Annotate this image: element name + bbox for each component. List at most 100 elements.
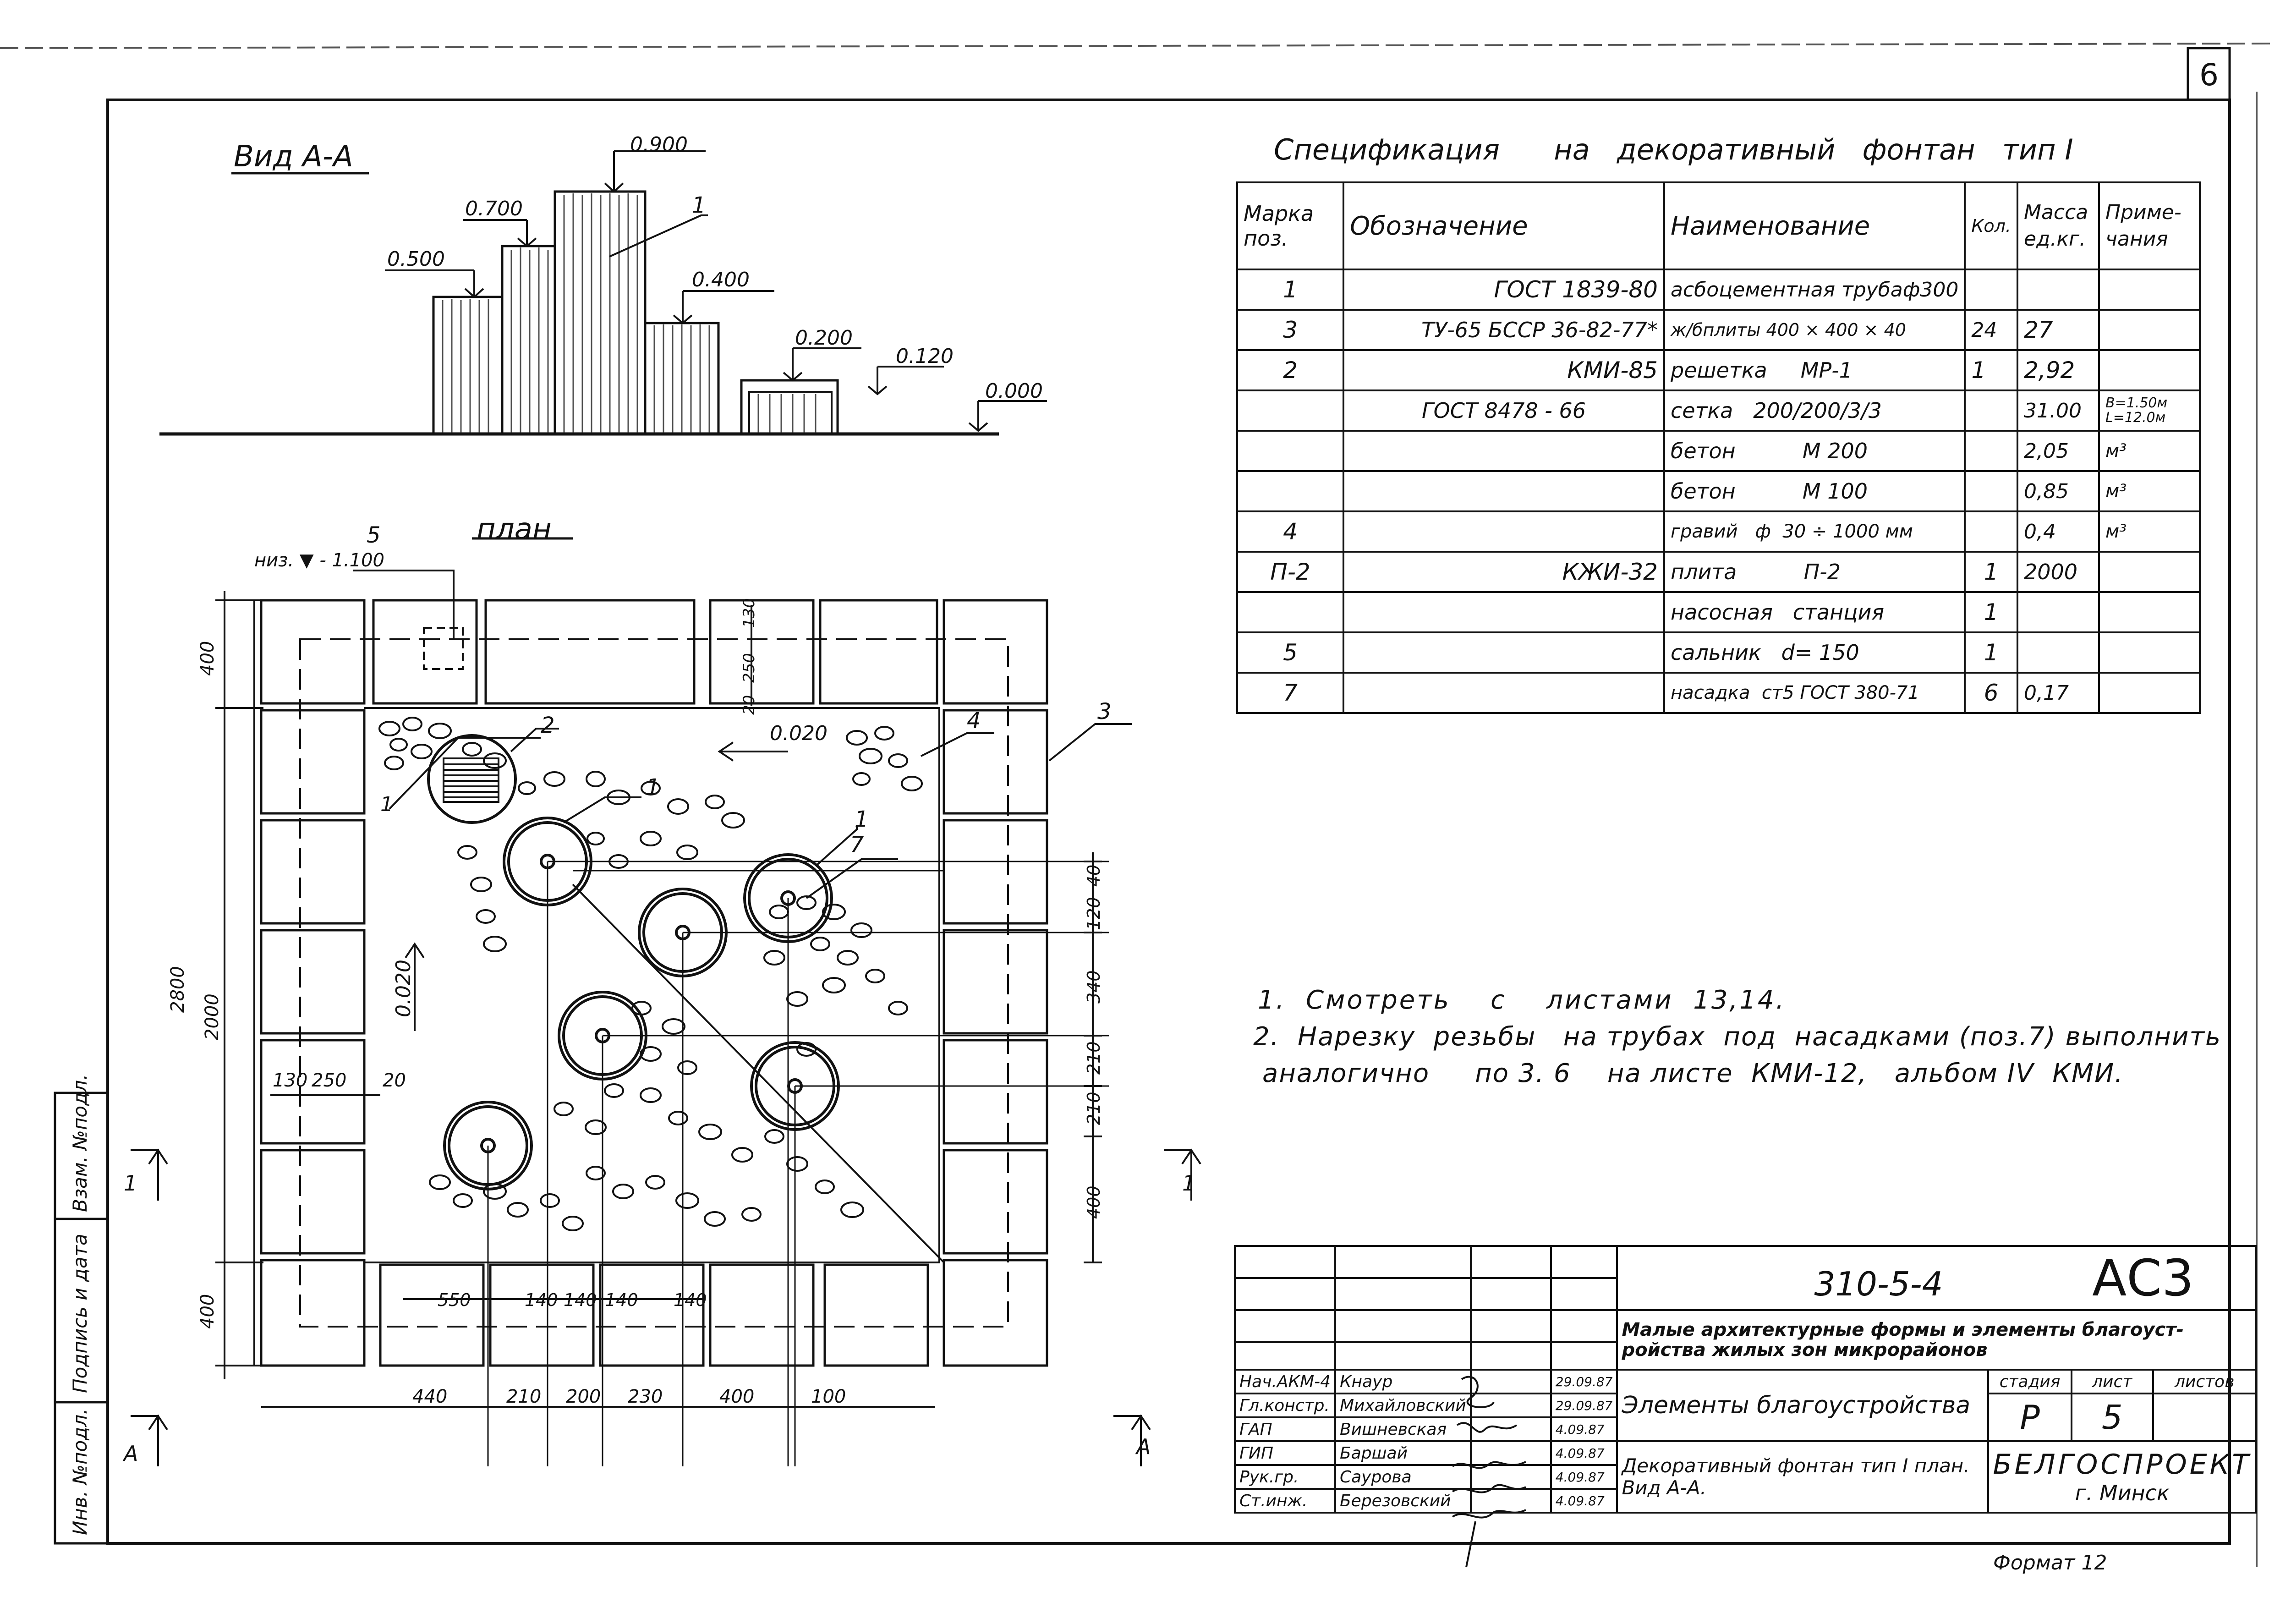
doc-code: АС3 <box>2092 1249 2194 1307</box>
spec-cell <box>1236 591 1344 633</box>
spec-cell <box>1236 470 1344 512</box>
spec-cell: гравий ф 30 ÷ 1000 мм <box>1663 510 1966 553</box>
dim-left-20: 20 <box>383 1070 406 1091</box>
spec-row: 7 насадка ст5 ГОСТ 380-71 6 0,17 <box>1236 672 2201 714</box>
format-label: Формат 12 <box>1993 1551 2107 1575</box>
spec-header-mark: Марка поз. <box>1236 181 1344 270</box>
dim-bottom-440: 440 <box>412 1386 448 1407</box>
spec-cell <box>2016 591 2100 633</box>
spec-cell <box>1343 510 1665 553</box>
view-aa-elevation <box>159 150 1047 436</box>
spec-cell <box>2098 631 2201 674</box>
spec-cell: 0,17 <box>2016 672 2100 714</box>
spec-cell: 5 <box>1236 631 1344 674</box>
section-name: Элементы благоустройства <box>1622 1392 1971 1419</box>
view-aa-callout: 1 <box>692 192 706 218</box>
dim-bottom-200: 200 <box>566 1386 601 1407</box>
signer-date: 4.09.87 <box>1550 1488 1618 1514</box>
signer-date: 29.09.87 <box>1550 1369 1618 1394</box>
dim-inner-140c: 140 <box>605 1290 638 1310</box>
signer-role: ГИП <box>1234 1440 1336 1466</box>
dim-right-340: 340 <box>1084 970 1104 1004</box>
callout-1c: 1 <box>855 807 869 832</box>
spec-cell <box>1343 591 1665 633</box>
dim-inner-140a: 140 <box>525 1290 558 1310</box>
spec-cell: сальник d= 150 <box>1663 631 1966 674</box>
spec-cell: 1 <box>1964 591 2018 633</box>
spec-cell <box>2098 349 2201 391</box>
dim-right-400: 400 <box>1084 1185 1104 1219</box>
signer-name: Михайловский <box>1334 1393 1472 1418</box>
spec-cell: ГОСТ 1839-80 <box>1343 269 1665 311</box>
level-0500: 0.500 <box>387 247 445 271</box>
callout-2: 2 <box>541 713 555 738</box>
callout-4: 4 <box>967 708 981 734</box>
signer-role: ГАП <box>1234 1416 1336 1442</box>
spec-cell: бетон М 100 <box>1663 470 1966 512</box>
dim-right-210a: 210 <box>1084 1041 1104 1075</box>
level-0120: 0.120 <box>896 345 954 368</box>
spec-cell: 2,05 <box>2016 430 2100 472</box>
dim-inner-140b: 140 <box>564 1290 597 1310</box>
slope-top: 0.020 <box>770 722 828 745</box>
signer-date: 4.09.87 <box>1550 1416 1618 1442</box>
dim-right-40: 40 <box>1084 864 1104 887</box>
spec-cell: плита П-2 <box>1663 551 1966 593</box>
spec-cell: 24 <box>1964 309 2018 351</box>
signer-name: Березовский <box>1334 1488 1472 1514</box>
doc-number: 310-5-4 <box>1814 1265 1943 1303</box>
dim-bottom-230: 230 <box>628 1386 663 1407</box>
spec-cell: 27 <box>2016 309 2100 351</box>
section-mark-1-left: 1 <box>124 1171 137 1196</box>
spec-header-notes: Приме-чания <box>2098 181 2201 270</box>
spec-cell <box>1236 430 1344 472</box>
spec-cell: м³ <box>2098 510 2201 553</box>
callout-1b: 1 <box>380 793 393 816</box>
spec-cell <box>2098 591 2201 633</box>
signer-name: Саурова <box>1334 1464 1472 1490</box>
spec-row: 5 сальник d= 150 1 <box>1236 631 2201 674</box>
spec-cell <box>2098 269 2201 311</box>
dim-left-250: 250 <box>312 1070 347 1091</box>
spec-cell: насосная станция <box>1663 591 1966 633</box>
signer-name: Вишневская <box>1334 1416 1472 1442</box>
spec-cell: ТУ-65 БССР 36-82-77* <box>1343 309 1665 351</box>
spec-cell: 2 <box>1236 349 1344 391</box>
spec-row: 2 КМИ-85 решетка МР-1 1 2,92 <box>1236 349 2201 391</box>
dim-inner-550: 550 <box>438 1290 471 1310</box>
signer-role: Нач.АКМ-4 <box>1234 1369 1336 1394</box>
spec-row: П-2 КЖИ-32 плита П-2 1 2000 <box>1236 551 2201 593</box>
spec-row: насосная станция 1 <box>1236 591 2201 633</box>
spec-cell <box>1343 430 1665 472</box>
dim-bottom-100: 100 <box>811 1386 846 1407</box>
spec-cell <box>2098 309 2201 351</box>
project-name: Малые архитектурные формы и элементы бла… <box>1622 1319 2184 1361</box>
section-mark-a-left: А <box>124 1441 138 1466</box>
level-0400: 0.400 <box>692 268 750 291</box>
dim-left-2000: 2000 <box>202 993 223 1040</box>
spec-cell <box>2016 631 2100 674</box>
callout-3: 3 <box>1097 699 1112 724</box>
dim-left-2800: 2800 <box>167 966 188 1013</box>
spec-cell: м³ <box>2098 470 2201 512</box>
side-label-sign: Подпись и дата <box>69 1234 91 1393</box>
spec-cell: 31.00 <box>2016 390 2100 432</box>
side-label-replace: Взам. №подл. <box>69 1074 91 1212</box>
spec-cell <box>2098 672 2201 714</box>
level-0700: 0.700 <box>465 197 523 220</box>
bottom-mark: низ. ▼ - 1.100 <box>254 550 384 571</box>
dim-left-130: 130 <box>273 1070 308 1091</box>
signer-role: Ст.инж. <box>1234 1488 1336 1514</box>
spec-cell <box>1964 470 2018 512</box>
spec-header-mass: Масса ед.кг. <box>2016 181 2100 270</box>
stage-label: стадия <box>1987 1369 2072 1394</box>
spec-row: бетон М 100 0,85 м³ <box>1236 470 2201 512</box>
spec-cell: 0,85 <box>2016 470 2100 512</box>
stage-value: Р <box>1987 1393 2072 1442</box>
page-number: 6 <box>2199 57 2219 93</box>
spec-cell: КЖИ-32 <box>1343 551 1665 593</box>
note-2: 2. Нарезку резьбы на трубах под насадкам… <box>1253 1022 2221 1052</box>
org-city: г. Минск <box>2075 1481 2170 1505</box>
plan-title: план <box>477 512 552 546</box>
